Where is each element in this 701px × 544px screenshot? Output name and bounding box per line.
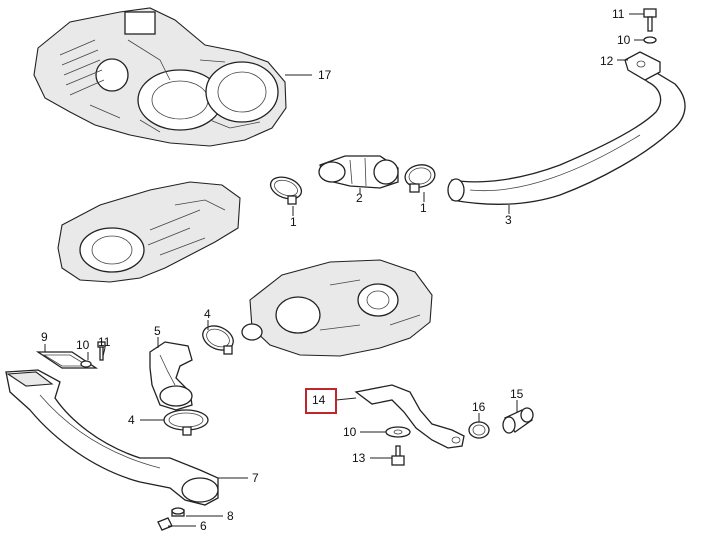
engine-assembly	[33, 7, 287, 147]
callout-6: 6	[200, 519, 207, 533]
callout-10-bottom: 10	[343, 425, 357, 439]
callout-14: 14	[312, 393, 326, 407]
callout-5: 5	[154, 324, 161, 338]
highlight-box-14	[305, 388, 337, 414]
bracket-12	[624, 51, 661, 81]
elbow-hose-5	[149, 341, 193, 411]
callout-10-left: 10	[76, 338, 90, 352]
bolt-8	[171, 507, 185, 517]
callout-16: 16	[472, 400, 486, 414]
callout-4-lower: 4	[128, 413, 135, 427]
air-duct-3	[447, 71, 686, 205]
tube-15	[502, 407, 534, 434]
callout-11-top: 11	[612, 7, 625, 21]
callout-2: 2	[356, 191, 363, 205]
callout-17: 17	[318, 68, 332, 82]
callout-12: 12	[600, 54, 614, 68]
washer-10-top	[643, 36, 657, 44]
cvt-cover	[57, 181, 241, 283]
callout-15: 15	[510, 387, 524, 401]
callout-1-left: 1	[290, 215, 297, 229]
callout-labels: 17 11 10 12 2 1 1 3 9 10 11 5 4 4 7 8 6 …	[41, 7, 631, 533]
callout-7: 7	[252, 471, 259, 485]
hose-clamp-4-lower	[163, 409, 209, 436]
crankcase	[241, 259, 433, 357]
bolt-13	[391, 445, 405, 466]
callout-1-right: 1	[420, 201, 427, 215]
callout-8: 8	[227, 509, 234, 523]
hose-clamp-1-right	[404, 164, 436, 193]
washer-10-bottom	[385, 426, 411, 438]
callout-4-upper: 4	[204, 307, 211, 321]
screw-11-top	[643, 8, 657, 32]
intake-coupler-2	[318, 155, 399, 189]
clip-6	[157, 517, 173, 531]
callout-3: 3	[505, 213, 512, 227]
hose-clamp-1-left	[269, 176, 303, 205]
callout-10-top: 10	[617, 33, 631, 47]
callout-11-left: 11	[98, 335, 111, 349]
callout-9: 9	[41, 330, 48, 344]
callout-13: 13	[352, 451, 366, 465]
hose-clamp-4-upper	[202, 325, 234, 355]
screw-11-left	[97, 341, 106, 361]
washer-10-left	[80, 360, 92, 368]
outlet-duct-7	[5, 369, 219, 506]
o-ring-16	[468, 421, 490, 439]
bracket-14	[354, 384, 465, 449]
leader-lines	[44, 13, 644, 527]
